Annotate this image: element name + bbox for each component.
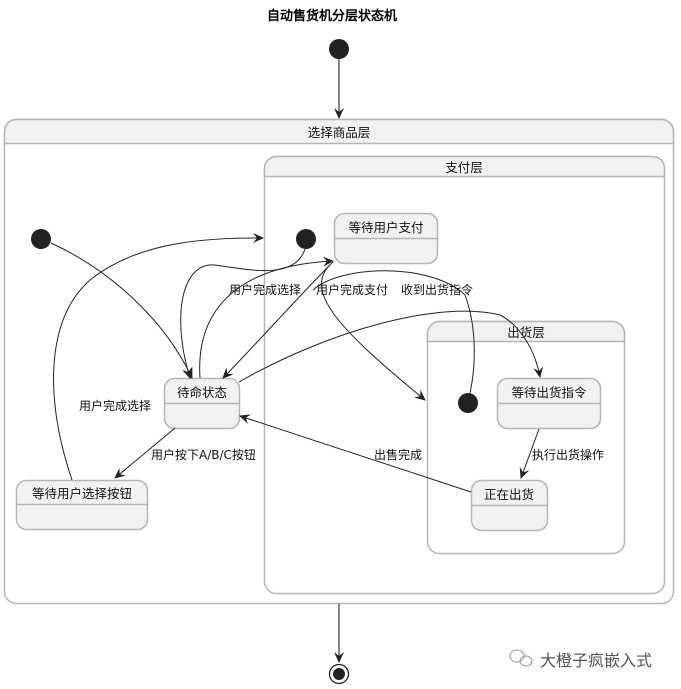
transition-pay-to-idle	[222, 264, 331, 379]
initial-node-pay	[296, 229, 316, 249]
transition-wait-pay-to-ship	[321, 261, 426, 401]
label-pay-done: 用户完成支付	[316, 282, 388, 297]
composite-pay-title: 支付层	[445, 160, 483, 175]
state-idle-label: 待命状态	[177, 385, 227, 400]
state-wait-ship-cmd-label: 等待出货指令	[511, 385, 587, 400]
label-select-done-mid: 用户完成选择	[229, 282, 301, 297]
transition-idle-to-wait-ship-cmd	[238, 310, 544, 383]
initial-node-top	[329, 39, 349, 59]
state-wait-select-label: 等待用户选择按钮	[32, 486, 132, 501]
transition-idle-to-wait-pay	[199, 256, 334, 379]
transition-shipping-to-idle	[239, 414, 472, 493]
transition-wait-select-to-pay	[53, 233, 264, 481]
composite-select-title: 选择商品层	[308, 125, 371, 140]
wechat-icon	[509, 649, 533, 667]
label-exec-ship: 执行出货操作	[532, 447, 604, 462]
state-wait-ship-cmd[interactable]: 等待出货指令	[496, 377, 602, 430]
state-idle[interactable]: 待命状态	[163, 377, 241, 430]
state-shipping[interactable]: 正在出货	[470, 479, 549, 532]
state-wait-pay-label: 等待用户支付	[348, 220, 423, 235]
transition-loop-to-ship-init	[312, 270, 475, 394]
composite-ship-title: 出货层	[507, 325, 545, 340]
initial-node-select	[31, 229, 51, 249]
watermark-text: 大橙子疯嵌入式	[540, 651, 652, 670]
transition-idle-to-wait-select	[114, 427, 176, 479]
label-press-button: 用户按下A/B/C按钮	[151, 447, 256, 462]
final-node	[328, 663, 350, 685]
transition-init-to-idle	[50, 242, 193, 379]
state-wait-select[interactable]: 等待用户选择按钮	[15, 479, 149, 531]
watermark: 大橙子疯嵌入式	[509, 649, 652, 670]
initial-node-ship	[458, 393, 478, 413]
diagram-title: 自动售货机分层状态机	[267, 8, 397, 24]
state-wait-pay[interactable]: 等待用户支付	[333, 212, 439, 265]
transition-wait-cmd-to-shipping	[519, 428, 540, 479]
label-sale-done: 出售完成	[374, 447, 422, 462]
label-receive-cmd: 收到出货指令	[401, 282, 473, 297]
label-select-done-left: 用户完成选择	[79, 398, 151, 413]
state-shipping-label: 正在出货	[484, 487, 534, 502]
